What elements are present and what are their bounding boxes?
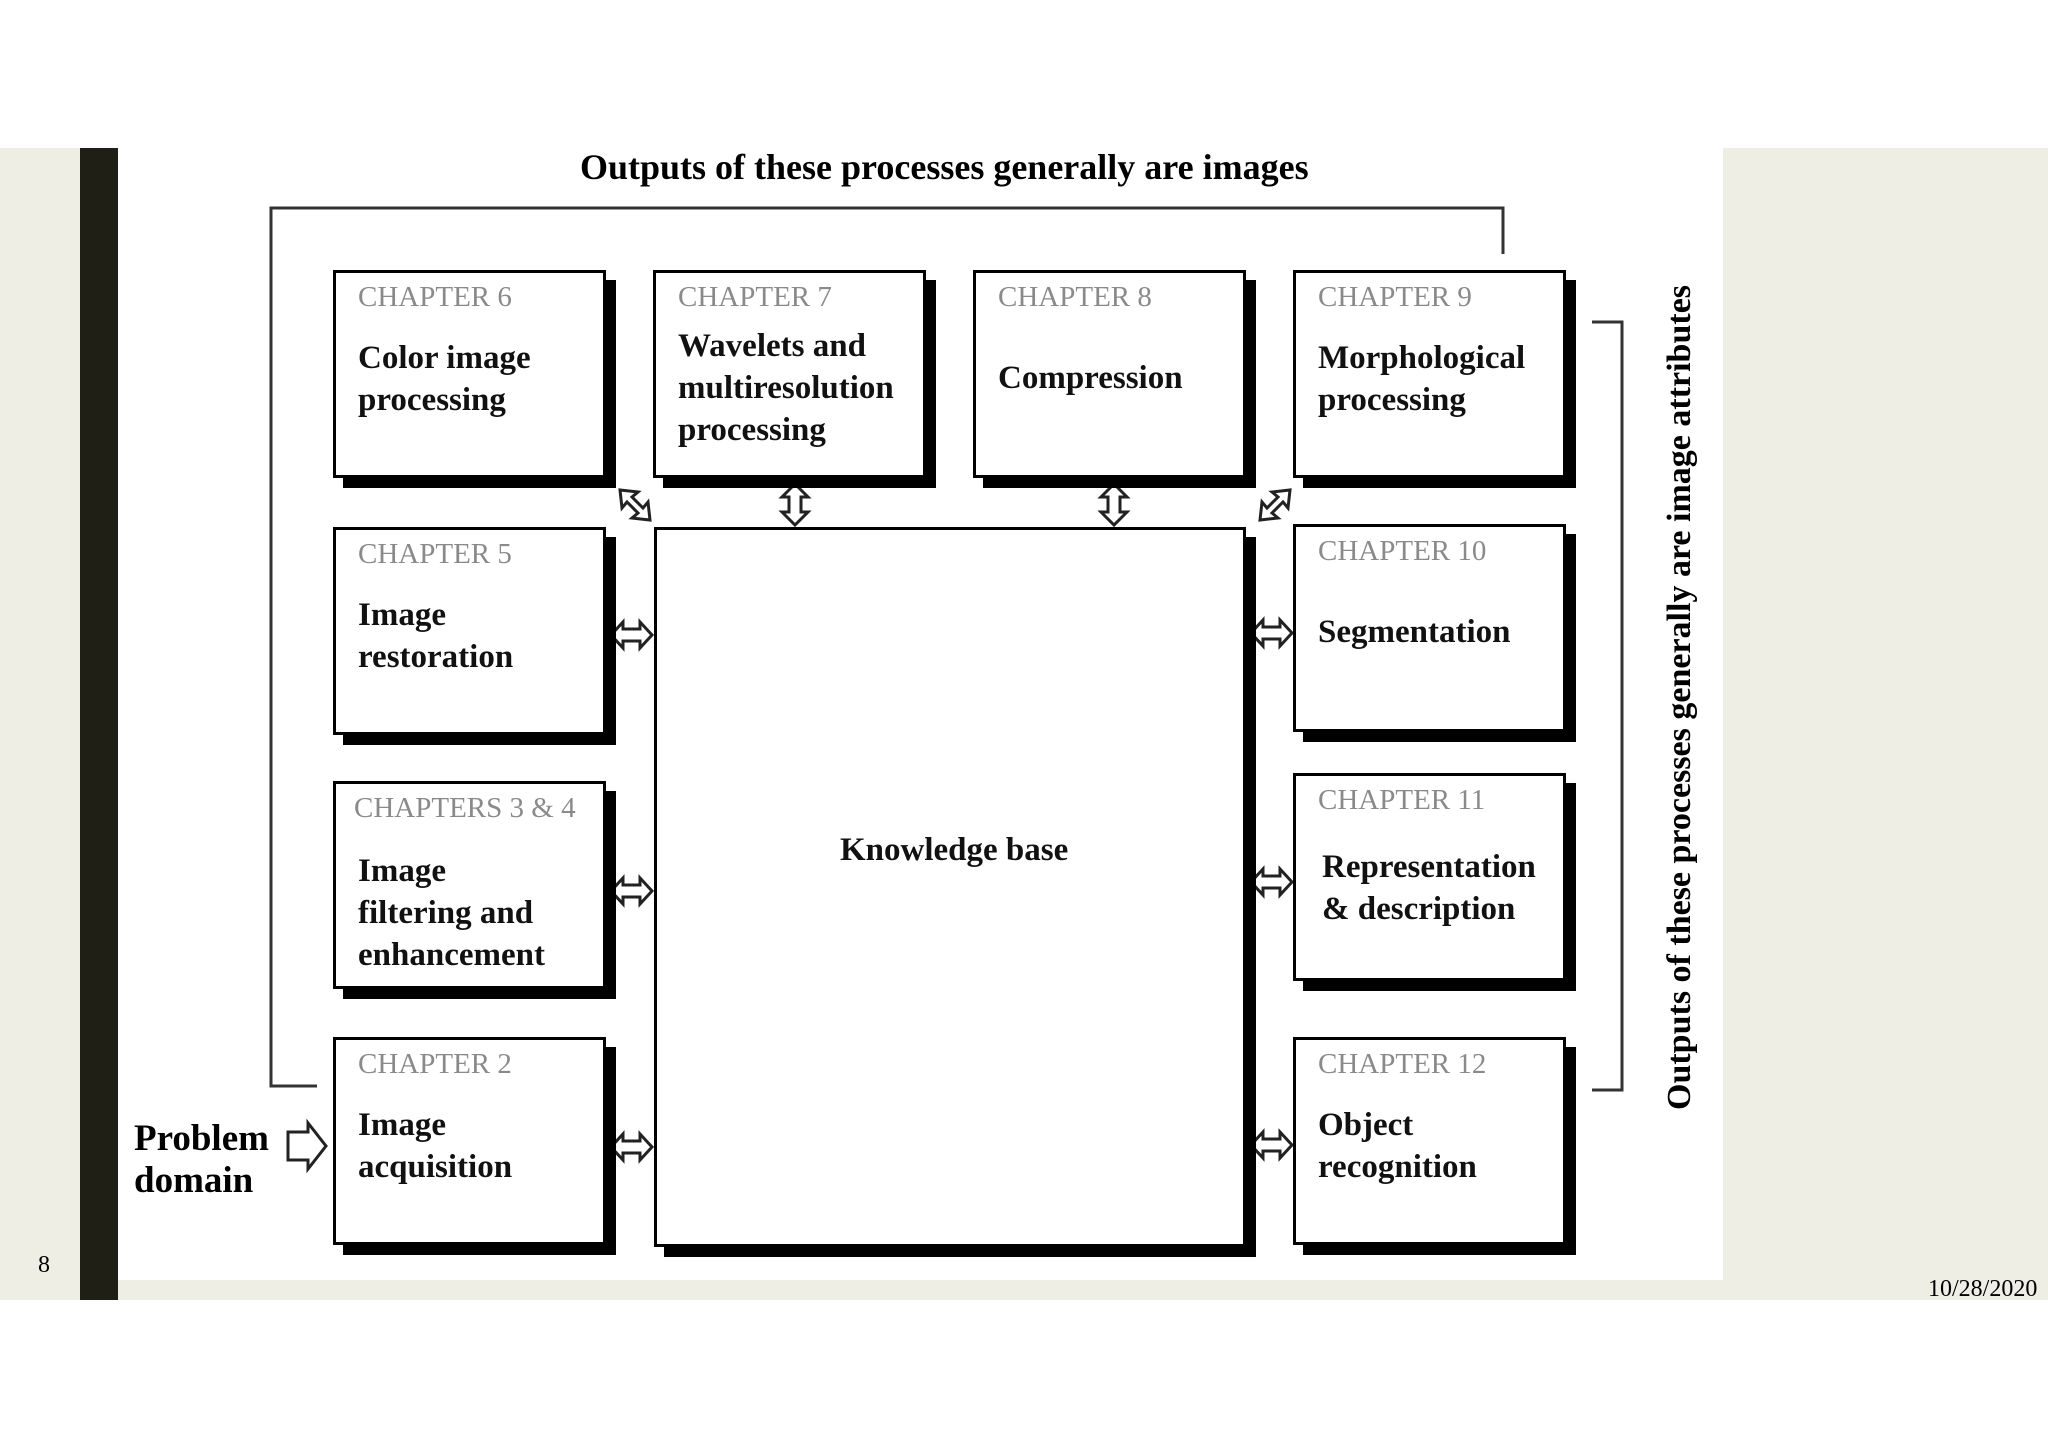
arrow-vertical-compression bbox=[1097, 481, 1131, 528]
chapter-label: CHAPTER 10 bbox=[1318, 535, 1487, 567]
slide-date: 10/28/2020 bbox=[1928, 1276, 2038, 1302]
arrow-left-restoration bbox=[608, 618, 655, 652]
chapter-box-segmentation: CHAPTER 10 Segmentation bbox=[1293, 524, 1566, 732]
chapter-label: CHAPTER 2 bbox=[358, 1048, 512, 1080]
chapter-box-compression: CHAPTER 8 Compression bbox=[973, 270, 1246, 478]
arrow-diagonal-color bbox=[618, 488, 652, 522]
chapter-label: CHAPTER 7 bbox=[678, 281, 832, 313]
chapter-label: CHAPTER 12 bbox=[1318, 1048, 1487, 1080]
arrow-problem-domain bbox=[286, 1118, 328, 1174]
arrow-diagonal-morphology bbox=[1258, 488, 1292, 522]
chapter-label: CHAPTER 5 bbox=[358, 538, 512, 570]
right-bracket-line bbox=[1592, 320, 1624, 1092]
chapter-box-representation: CHAPTER 11 Representation& description bbox=[1293, 773, 1566, 981]
page-number: 8 bbox=[38, 1252, 50, 1278]
arrow-right-segmentation bbox=[1248, 616, 1295, 650]
arrow-right-representation bbox=[1248, 865, 1295, 899]
arrow-left-filtering bbox=[608, 874, 655, 908]
arrow-vertical-wavelets bbox=[778, 481, 812, 528]
side-title: Outputs of these processes generally are… bbox=[1661, 284, 1698, 1110]
chapter-label: CHAPTER 11 bbox=[1318, 784, 1486, 816]
chapter-title: Compression bbox=[998, 360, 1183, 396]
arrow-right-recognition bbox=[1248, 1128, 1295, 1162]
knowledge-base-box: Knowledge base bbox=[654, 527, 1246, 1247]
chapter-label: CHAPTER 9 bbox=[1318, 281, 1472, 313]
top-title: Outputs of these processes generally are… bbox=[580, 147, 1309, 187]
knowledge-base-label: Knowledge base bbox=[840, 832, 1069, 868]
arrow-left-acquisition bbox=[608, 1130, 655, 1164]
top-feedback-line bbox=[269, 206, 1505, 1088]
chapter-title: Representation& description bbox=[1322, 849, 1536, 927]
chapter-title: Segmentation bbox=[1318, 614, 1511, 650]
slide-accent-bar bbox=[80, 148, 118, 1300]
chapter-label: CHAPTERS 3 & 4 bbox=[354, 792, 576, 824]
chapter-label: CHAPTER 8 bbox=[998, 281, 1152, 313]
chapter-label: CHAPTER 6 bbox=[358, 281, 512, 313]
